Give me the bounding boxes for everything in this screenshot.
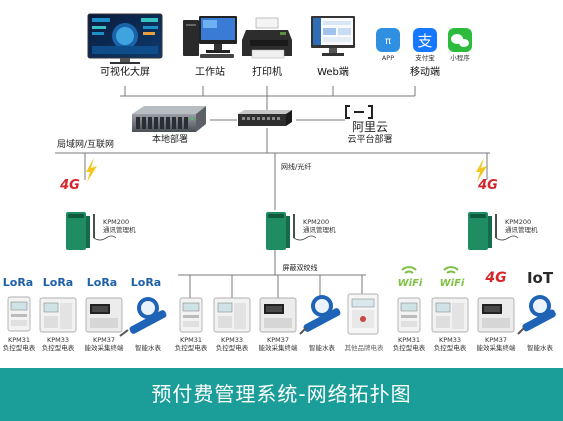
water-meter-icon <box>119 297 167 337</box>
device-desc-label: 能效采集终端 <box>84 344 124 352</box>
device-desc-label: 能效采集终端 <box>258 344 298 352</box>
energy-terminal-icon <box>85 297 123 333</box>
lora-icon: LoRa <box>2 276 34 289</box>
device-desc-label: 能效采集终端 <box>476 344 516 352</box>
lora-icon: LoRa <box>86 276 118 289</box>
electric-meter-icon <box>179 297 203 333</box>
lightning-icon <box>476 158 487 182</box>
app-label: APP <box>381 54 395 62</box>
footer-band <box>0 368 563 421</box>
printer-label: 打印机 <box>252 67 282 78</box>
device-model-label: KPM33 <box>46 336 70 344</box>
device-desc-label: 负控型电表 <box>174 344 208 352</box>
device-desc-label: 负控型电表 <box>2 344 36 352</box>
lightning-icon <box>86 158 97 182</box>
other-brand-meter-icon <box>347 293 379 335</box>
device-desc-label: 负控型电表 <box>215 344 249 352</box>
lora-icon: LoRa <box>42 276 74 289</box>
svg-text:支: 支 <box>417 32 432 50</box>
device-model-label: 智能水表 <box>527 344 553 352</box>
4g-icon: 4G <box>60 178 80 193</box>
4g-icon: 4G <box>478 178 498 193</box>
device-model-label: 智能水表 <box>135 344 161 352</box>
mobile-label: 移动端 <box>410 67 440 78</box>
device-model-label: 智能水表 <box>309 344 335 352</box>
wifi-icon <box>443 266 459 274</box>
energy-terminal-icon <box>477 297 515 333</box>
device-desc-label: 负控型电表 <box>392 344 426 352</box>
device-desc-label: 负控型电表 <box>41 344 75 352</box>
alipay-label: 支付宝 <box>415 54 435 62</box>
web-monitor-icon <box>311 16 355 56</box>
electric-meter-icon <box>39 297 77 333</box>
alipay-icon: 支 <box>413 28 437 52</box>
lan-label: 局域网/互联网 <box>57 140 115 150</box>
web-label: Web端 <box>317 67 349 78</box>
gateway-model-label: KPM200 <box>303 218 330 226</box>
gateway-model-label: KPM200 <box>103 218 130 226</box>
electric-meter-icon <box>431 297 469 333</box>
gateway-device-icon <box>266 212 295 250</box>
electric-meter-icon <box>213 297 251 333</box>
printer-icon <box>242 17 292 59</box>
wifi-badge: WiFi <box>439 278 465 289</box>
device-desc-label: 负控型电表 <box>433 344 467 352</box>
lora-icon: LoRa <box>130 276 162 289</box>
wifi-badge: WiFi <box>397 278 423 289</box>
electric-meter-icon <box>397 297 421 333</box>
gateway-device-icon <box>468 212 497 250</box>
device-model-label: KPM37 <box>484 336 508 344</box>
water-meter-icon <box>517 295 556 335</box>
gateway-desc-label: 通讯管理机 <box>505 226 538 234</box>
svg-text:π: π <box>385 36 391 47</box>
iot-icon: IoT <box>526 269 554 287</box>
miniprogram-label: 小程序 <box>450 54 470 62</box>
gateway-device-icon <box>66 212 95 250</box>
connection-lines <box>55 86 490 298</box>
workstation-icon <box>183 16 237 58</box>
water-meter-icon <box>299 295 341 335</box>
device-model-label: KPM31 <box>7 336 31 344</box>
cloud-deploy-label: 云平台部署 <box>347 135 393 145</box>
workstation-label: 工作站 <box>195 67 225 78</box>
energy-terminal-icon <box>259 297 297 333</box>
page-title: 预付费管理系统-网络拓扑图 <box>151 382 412 406</box>
miniprogram-icon <box>448 28 472 52</box>
antenna-cable <box>93 235 519 241</box>
network-switch-icon <box>238 110 292 126</box>
cloud-logo-text: 阿里云 <box>351 120 389 134</box>
4g-icon: 4G <box>485 270 507 286</box>
screen-label: 可视化大屏 <box>100 67 150 78</box>
local-deploy-label: 本地部署 <box>151 135 189 145</box>
device-model-label: KPM37 <box>92 336 116 344</box>
aliyun-logo-icon <box>345 105 373 119</box>
device-model-label: KPM37 <box>266 336 290 344</box>
gateway-desc-label: 通讯管理机 <box>103 226 136 234</box>
device-model-label: KPM31 <box>397 336 421 344</box>
wifi-icon <box>401 266 417 274</box>
device-model-label: KPM31 <box>179 336 203 344</box>
app-icon: π <box>376 28 400 52</box>
gateway-model-label: KPM200 <box>505 218 532 226</box>
device-model-label: 其他品牌电表 <box>344 344 384 352</box>
electric-meter-icon <box>7 296 31 332</box>
network-cable-label: 网线/光纤 <box>281 163 312 171</box>
device-model-label: KPM33 <box>220 336 244 344</box>
monitor-screen-icon <box>87 13 163 64</box>
server-rack-icon <box>132 106 206 132</box>
shield-cable-label: 屏蔽双绞线 <box>282 264 318 272</box>
gateway-desc-label: 通讯管理机 <box>303 226 336 234</box>
device-model-label: KPM33 <box>438 336 462 344</box>
